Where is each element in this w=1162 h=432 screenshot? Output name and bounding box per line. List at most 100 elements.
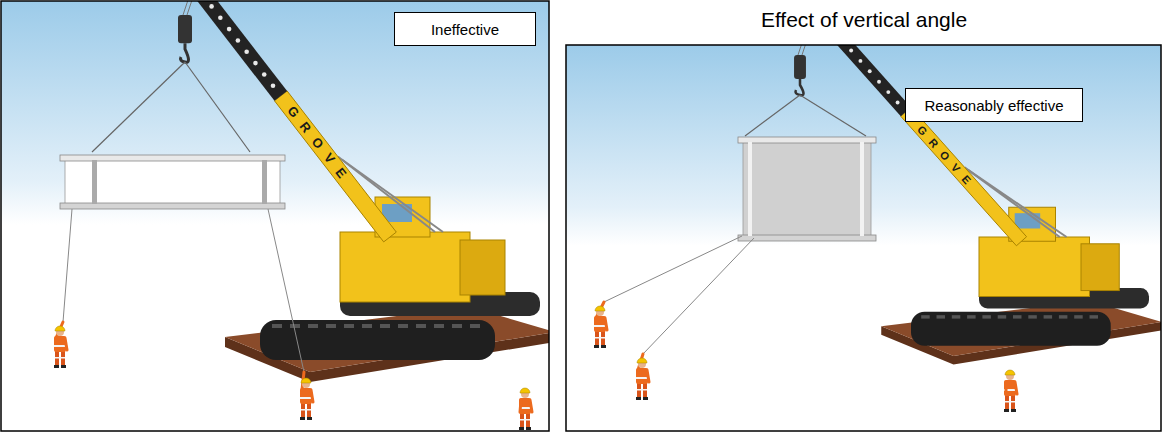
hook-block [794, 55, 806, 79]
sky-background [566, 45, 1161, 431]
worker-figure [594, 302, 607, 348]
worker-arm [1005, 382, 1008, 394]
worker-arm [596, 302, 604, 318]
track-pad [1044, 315, 1053, 318]
sling [745, 95, 800, 136]
steel-beam [60, 155, 285, 209]
beam-flange [738, 235, 876, 241]
reflective-stripe [54, 345, 66, 347]
track-pad [308, 324, 318, 328]
hoist-cable [187, 1, 197, 15]
boom-hole [849, 49, 853, 53]
worker-arm [647, 370, 649, 382]
track-pad [470, 324, 480, 328]
worker-boot [519, 427, 524, 430]
reflective-stripe [301, 409, 311, 411]
boom-hole [209, 4, 214, 9]
worker-boot [307, 417, 312, 420]
worker-boot [1011, 409, 1016, 412]
track-pad [998, 315, 1007, 318]
reflective-stripe [637, 389, 647, 391]
left-panel [1, 1, 549, 431]
beam-stiffener [748, 142, 752, 236]
track-pad [290, 324, 300, 328]
sling [92, 62, 185, 152]
beam-web [743, 142, 871, 236]
hard-hat [595, 306, 605, 311]
track-pad [380, 324, 390, 328]
crane-mat [225, 307, 549, 372]
reflective-stripe [636, 377, 648, 379]
hard-hat [637, 358, 647, 363]
tagline [604, 236, 742, 302]
worker-boot [594, 345, 599, 348]
hoist-cable [798, 45, 813, 55]
track-pad [416, 324, 426, 328]
steel-beam [738, 137, 876, 241]
hard-hat [520, 388, 530, 393]
label-box: Ineffective [394, 12, 536, 46]
beam-web [65, 160, 280, 204]
label-box: Reasonably effective [905, 88, 1083, 122]
reflective-stripe [300, 397, 312, 399]
worker-arm [520, 400, 521, 412]
boom-hole [227, 27, 232, 32]
worker-body [1004, 380, 1016, 396]
track-pad [452, 324, 462, 328]
box-label: Reasonably effective [925, 97, 1064, 114]
worker-arm [605, 318, 607, 330]
track-pad [1090, 315, 1099, 318]
worker-boot [300, 417, 305, 420]
hard-hat [55, 326, 65, 331]
sling [800, 95, 866, 136]
track-pad [362, 324, 372, 328]
worker-arm [65, 338, 67, 350]
right-panel [566, 45, 1161, 431]
boom-hole [886, 90, 890, 94]
worker-figure [300, 372, 313, 420]
crawler-track [911, 312, 1111, 346]
reflective-stripe [55, 357, 65, 359]
boom-hole [868, 69, 872, 73]
crane-body [340, 232, 470, 302]
beam-flange [738, 137, 876, 143]
boom-lettering: GROVE [284, 103, 355, 189]
panel-border [566, 45, 1161, 431]
reflective-stripe [595, 337, 605, 339]
boom-lettering: GROVE [915, 123, 979, 192]
worker-boot [636, 397, 641, 400]
reflective-stripe [520, 419, 530, 421]
worker-boot [643, 397, 648, 400]
track-pad [326, 324, 336, 328]
hard-hat [1005, 370, 1015, 375]
hard-hat [301, 378, 311, 383]
boom-upper [806, 45, 911, 116]
boom-hole [271, 84, 276, 89]
box-label: Ineffective [431, 21, 499, 38]
boom-lower [901, 107, 1027, 246]
hook-block [178, 15, 192, 43]
crane-body [979, 237, 1090, 297]
crane-hook [181, 43, 189, 62]
tagline [63, 209, 72, 322]
track-pad [434, 324, 444, 328]
counterweight [1081, 244, 1119, 291]
worker-boot [54, 365, 59, 368]
track-pad [967, 315, 976, 318]
worker-boot [1004, 409, 1009, 412]
boom-hole [877, 80, 881, 84]
track-pad [1059, 315, 1068, 318]
track-pad [272, 324, 282, 328]
boom-hole [896, 101, 900, 105]
panel-border [1, 1, 549, 431]
worker-body [519, 398, 531, 414]
boom-hole [244, 49, 249, 54]
track-pad [937, 315, 946, 318]
crane-hook [796, 79, 804, 95]
beam-stiffener [92, 160, 97, 204]
track-pad [982, 315, 991, 318]
worker-figure [54, 322, 67, 368]
beam-stiffener [860, 142, 864, 236]
